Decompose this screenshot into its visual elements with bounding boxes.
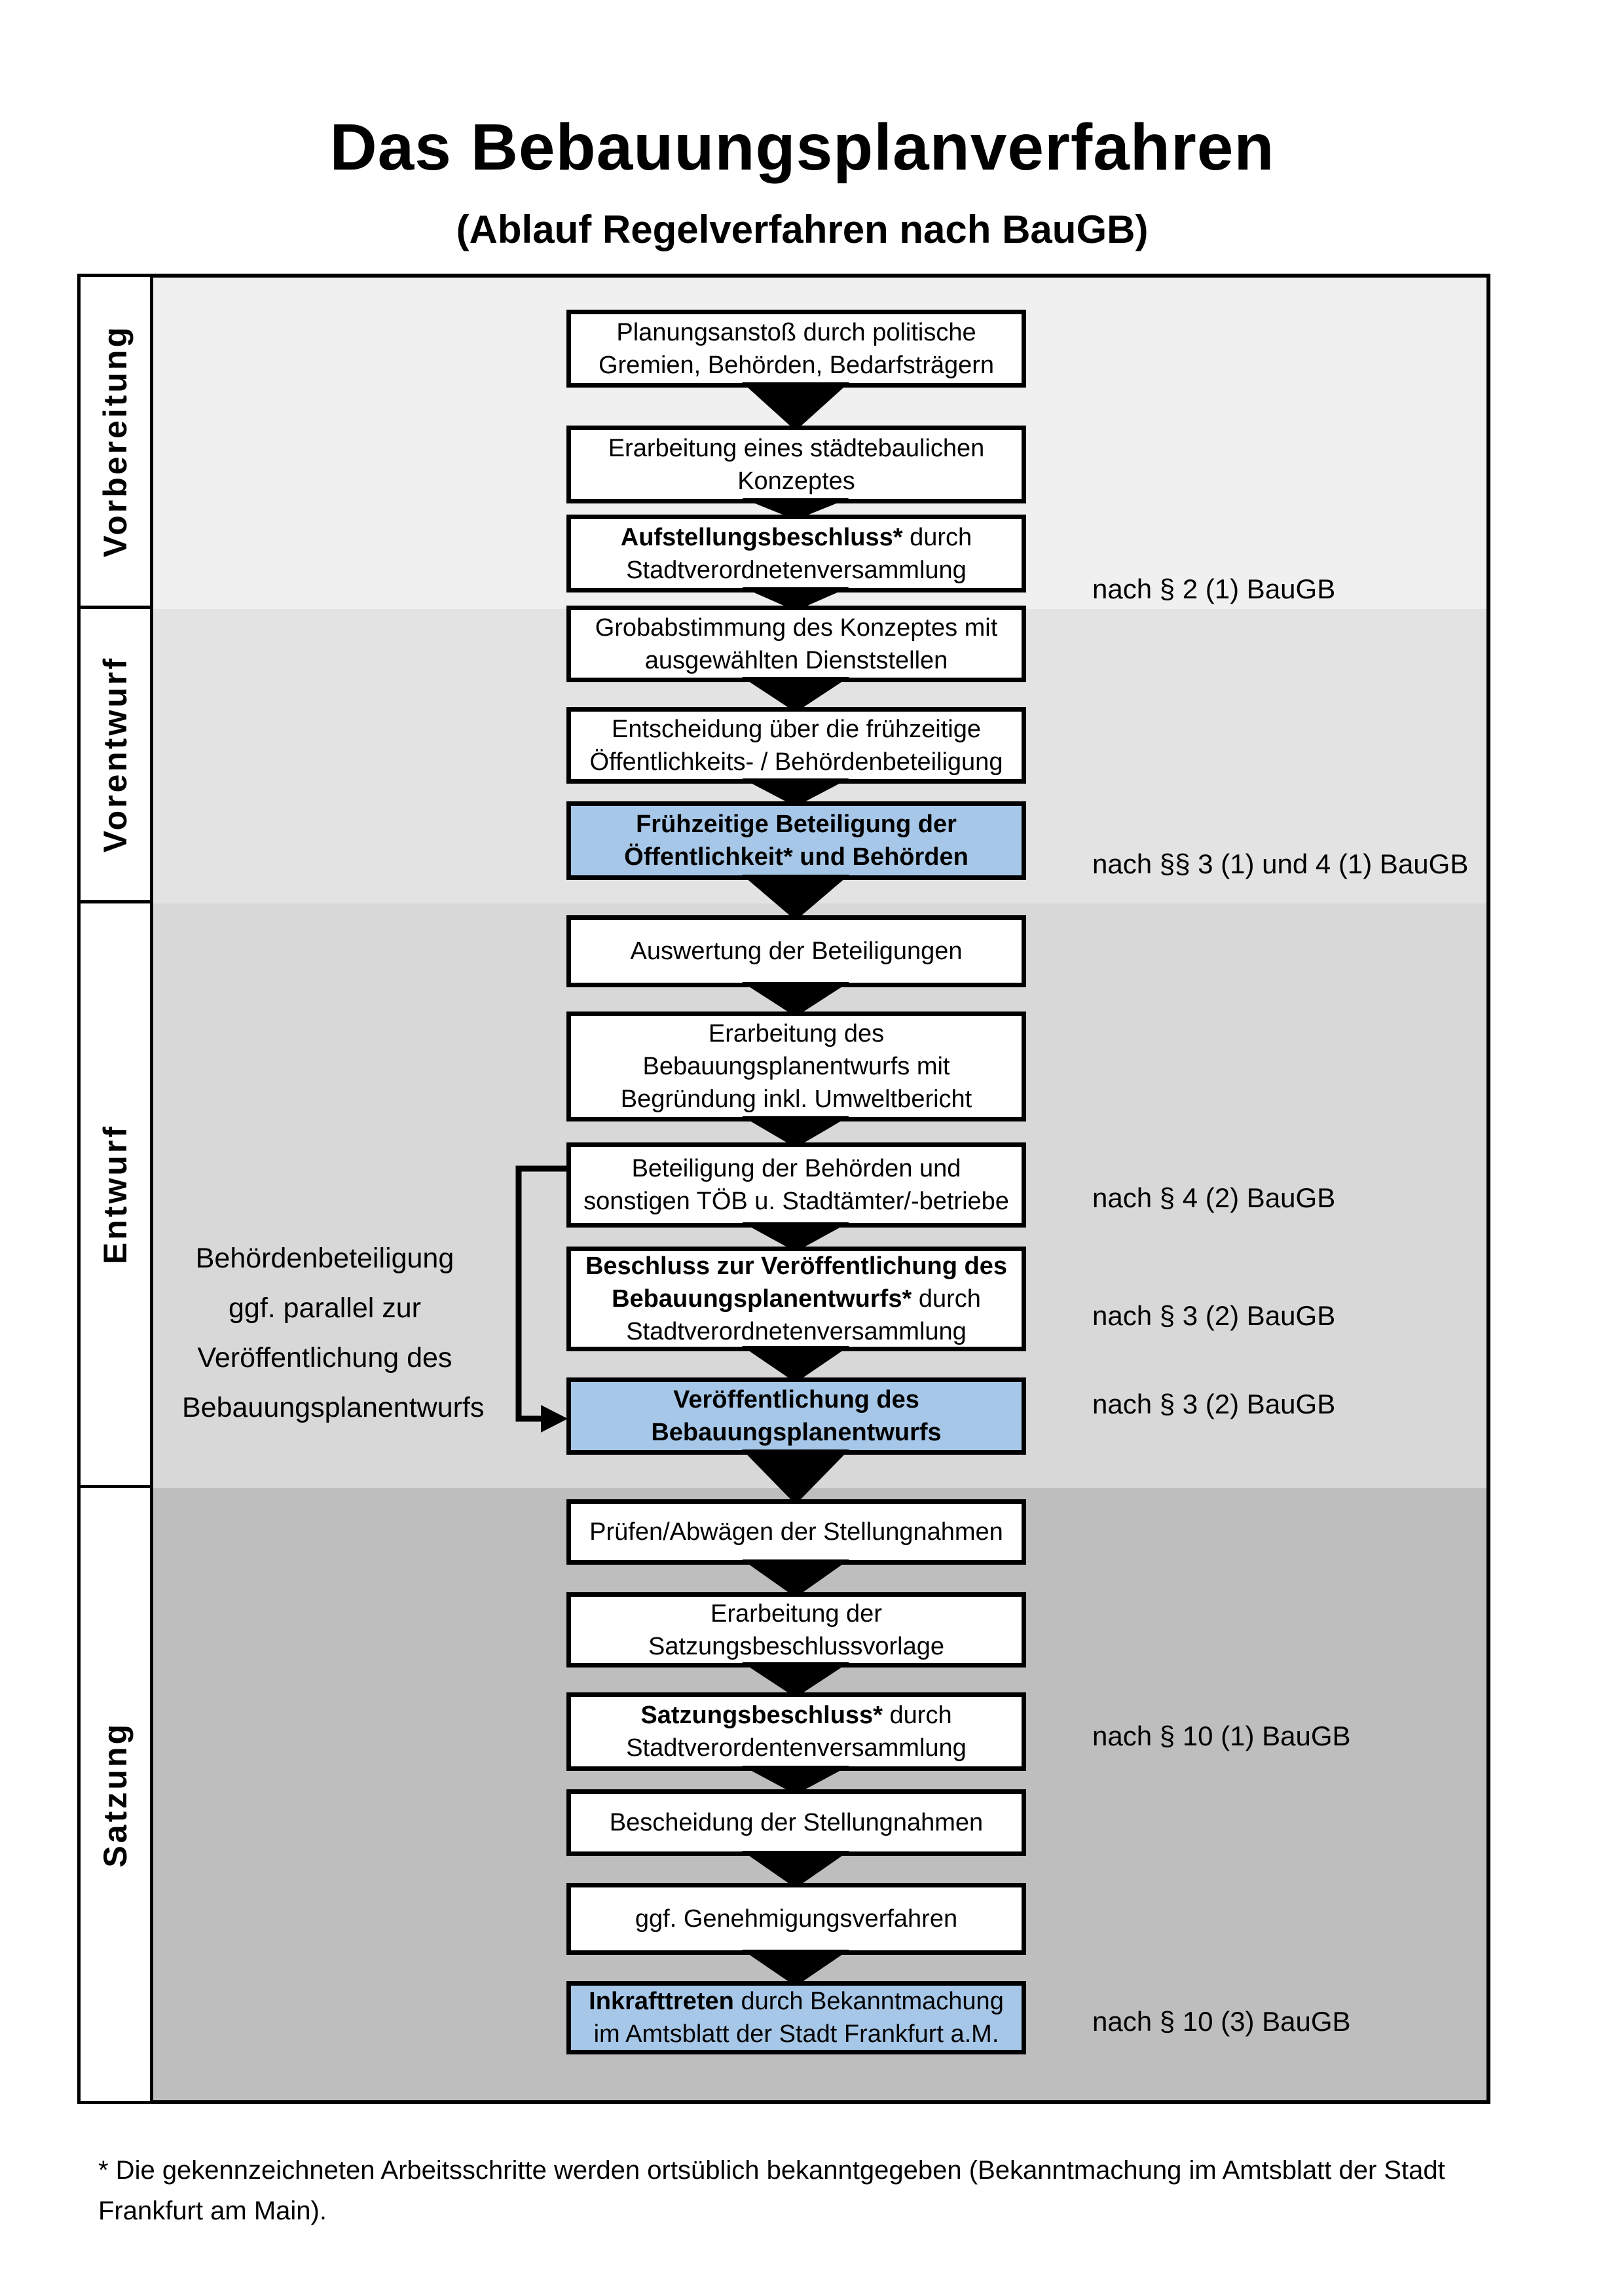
down-arrow [742,1559,849,1597]
box-text-line: sonstigen TÖB u. Stadtämter/-betriebe [583,1188,1009,1215]
box-text-line: Öffentlichkeit* und Behörden [624,843,969,871]
flow-box-b4: Grobabstimmung des Konzeptes mit ausgewäh… [566,606,1026,682]
legal-ref-b6: nach §§ 3 (1) und 4 (1) BauGB [1092,848,1469,879]
box-text-line: ggf. Genehmigungsverfahren [635,1905,958,1933]
box-text-line: Entscheidung über die frühzeitige [611,715,982,743]
note-line: Bebauungsplanentwurfs [182,1392,485,1423]
box-text-line: Erarbeitung des [708,1020,885,1048]
down-arrow [742,982,849,1017]
down-arrow [742,1851,849,1888]
box-text-line: Prüfen/Abwägen der Stellungnahmen [589,1518,1003,1546]
down-arrow [742,1950,849,1986]
legal-ref-b11: nach § 3 (2) BauGB [1092,1389,1336,1419]
box-text-line: Satzungsbeschlussvorlage [648,1632,945,1660]
box-text-line: Bebauungsplanentwurfs* durch [612,1285,981,1313]
parallel-connector-arrow [515,1165,570,1432]
flow-box-b15: Bescheidung der Stellungnahmen [566,1789,1026,1856]
phase-label: Vorbereitung [97,325,134,558]
box-text-line: Inkrafttreten durch Bekanntmachung [589,1988,1004,2015]
box-text-line: Frühzeitige Beteiligung der [636,811,957,838]
box-text-line: Veröffentlichung des [673,1386,919,1413]
phase-cell-entwurf: Entwurf [77,900,153,1488]
box-text-line: Beschluss zur Veröffentlichung des [585,1252,1008,1280]
down-arrow [742,1662,849,1698]
box-text-line: Stadtverordentenversammlung [626,1734,967,1762]
note-line: Veröffentlichung des [197,1342,452,1374]
box-text-line: Bebauungsplanentwurfs mit [642,1053,950,1080]
box-text-line: Bescheidung der Stellungnahmen [609,1809,984,1836]
flow-box-b9: Beteiligung der Behörden und sonstigen TÖ… [566,1142,1026,1228]
box-text-line: Erarbeitung der [710,1599,882,1628]
box-text-line: Grobabstimmung des Konzeptes mit [595,613,998,642]
phase-cell-vorentwurf: Vorentwurf [77,606,153,903]
box-text-line: Auswertung der Beteiligungen [630,938,963,965]
down-arrow [742,875,849,920]
legal-ref-b10: nach § 3 (2) BauGB [1092,1300,1336,1331]
box-text-line: Gremien, Behörden, Bedarfsträgern [598,351,995,379]
legal-ref-b9: nach § 4 (2) BauGB [1092,1182,1336,1213]
legal-ref-b14: nach § 10 (1) BauGB [1092,1721,1351,1751]
legal-ref-b17: nach § 10 (3) BauGB [1092,2006,1351,2037]
box-text-line: Begründung inkl. Umweltbericht [620,1085,972,1113]
phase-cell-vorbereitung: Vorbereitung [77,274,153,609]
box-text-line: Bebauungsplanentwurfs [651,1419,942,1446]
flow-box-b17: Inkrafttreten durch Bekanntmachung im Amt… [566,1981,1026,2054]
box-text-line: Stadtverordnetenversammlung [626,556,967,584]
box-text-line: Satzungsbeschluss* durch [640,1702,952,1729]
down-arrow [742,382,849,431]
box-text-line: im Amtsblatt der Stadt Frankfurt a.M. [593,2020,999,2048]
note-line: Behördenbeteiligung [195,1243,454,1274]
flow-box-b12: Prüfen/Abwägen der Stellungnahmen [566,1499,1026,1565]
flow-box-b16: ggf. Genehmigungsverfahren [566,1883,1026,1955]
down-arrow [742,1449,849,1504]
down-arrow [742,677,849,712]
phase-label: Vorentwurf [97,656,134,853]
box-text-line: Beteiligung der Behörden und [631,1155,961,1182]
note-line: ggf. parallel zur [229,1292,421,1324]
phase-label: Satzung [97,1721,134,1868]
footnote: * Die gekennzeichneten Arbeitsschritte w… [98,2156,1445,2225]
legal-ref-b3: nach § 2 (1) BauGB [1092,574,1336,604]
box-text-line: ausgewählten Dienststellen [644,646,948,674]
page-subtitle: (Ablauf Regelverfahren nach BauGB) [456,208,1149,251]
page-title: Das Bebauungsplanverfahren [329,111,1275,184]
box-text-line: Aufstellungsbeschluss* durch [620,523,972,551]
box-text-line: Erarbeitung eines städtebaulichen [608,434,985,462]
phase-label: Entwurf [97,1123,134,1265]
down-arrow [742,1346,849,1383]
box-text-line: Öffentlichkeits- / Behördenbeteiligung [589,748,1003,776]
box-text-line: Planungsanstoß durch politische [616,318,976,346]
box-text-line: Stadtverordnetenversammlung [626,1318,967,1345]
phase-cell-satzung: Satzung [77,1485,153,2104]
parallel-procedure-note: Behördenbeteiligung ggf. parallel zur Ve… [182,1233,485,1432]
flow-box-b7: Auswertung der Beteiligungen [566,915,1026,987]
box-text-line: Konzeptes [737,467,855,495]
